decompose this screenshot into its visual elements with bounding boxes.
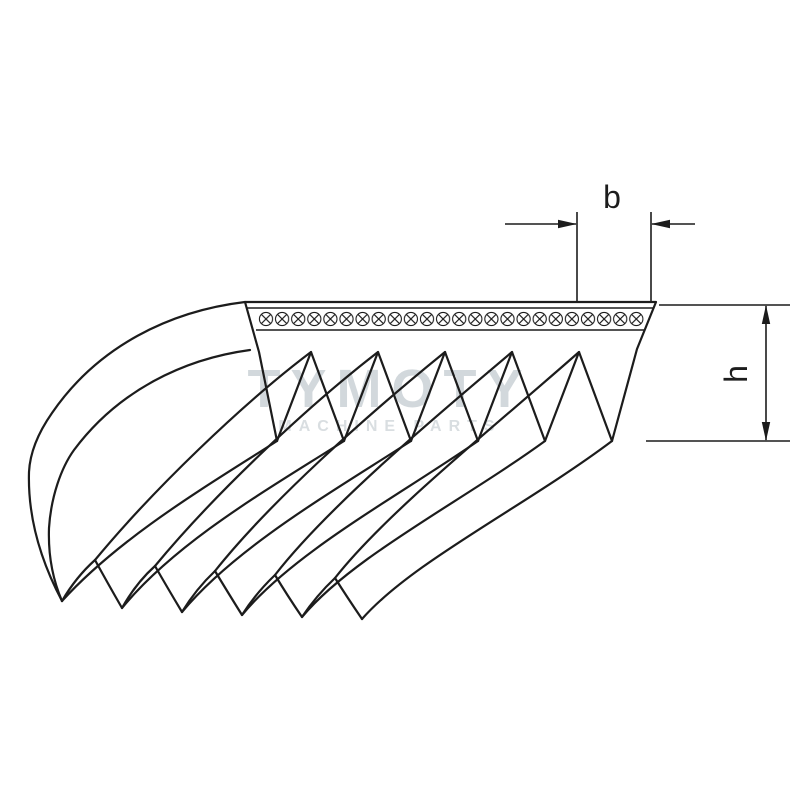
dimension-arrow	[558, 219, 577, 229]
watermark-tagline-text: MACHINE PARTS	[278, 418, 501, 435]
rib-groove-line	[333, 350, 581, 580]
belt-outer-edge	[27, 300, 247, 603]
belt-inner-edge	[47, 348, 252, 603]
belt-face-profile	[243, 300, 658, 443]
dimension-arrow	[651, 219, 670, 229]
rib-ridge-line	[300, 439, 547, 619]
hatch-strip-fill	[258, 310, 645, 328]
belt-outline-group	[27, 300, 658, 621]
rib-ridge-line	[180, 439, 413, 614]
rib-ridge-line	[60, 439, 279, 603]
rib-groove-line	[213, 350, 447, 573]
rib-ridge-line	[240, 439, 480, 617]
dimension-arrow	[761, 305, 771, 324]
rib-groove-line	[273, 350, 514, 577]
dimension-b-label: b	[603, 179, 621, 215]
dimension-b-group	[505, 212, 695, 301]
dimension-h-label: h	[718, 365, 754, 383]
dimension-arrow	[761, 422, 771, 441]
belt-end-scallop-edge	[60, 558, 364, 621]
rib-groove-line	[153, 350, 380, 568]
rib-ridge-line	[360, 439, 614, 621]
rib-groove-line	[93, 350, 313, 562]
dimension-h-group	[646, 304, 790, 442]
rib-hatch-strip	[247, 307, 653, 331]
rib-ridge-line	[120, 439, 346, 610]
